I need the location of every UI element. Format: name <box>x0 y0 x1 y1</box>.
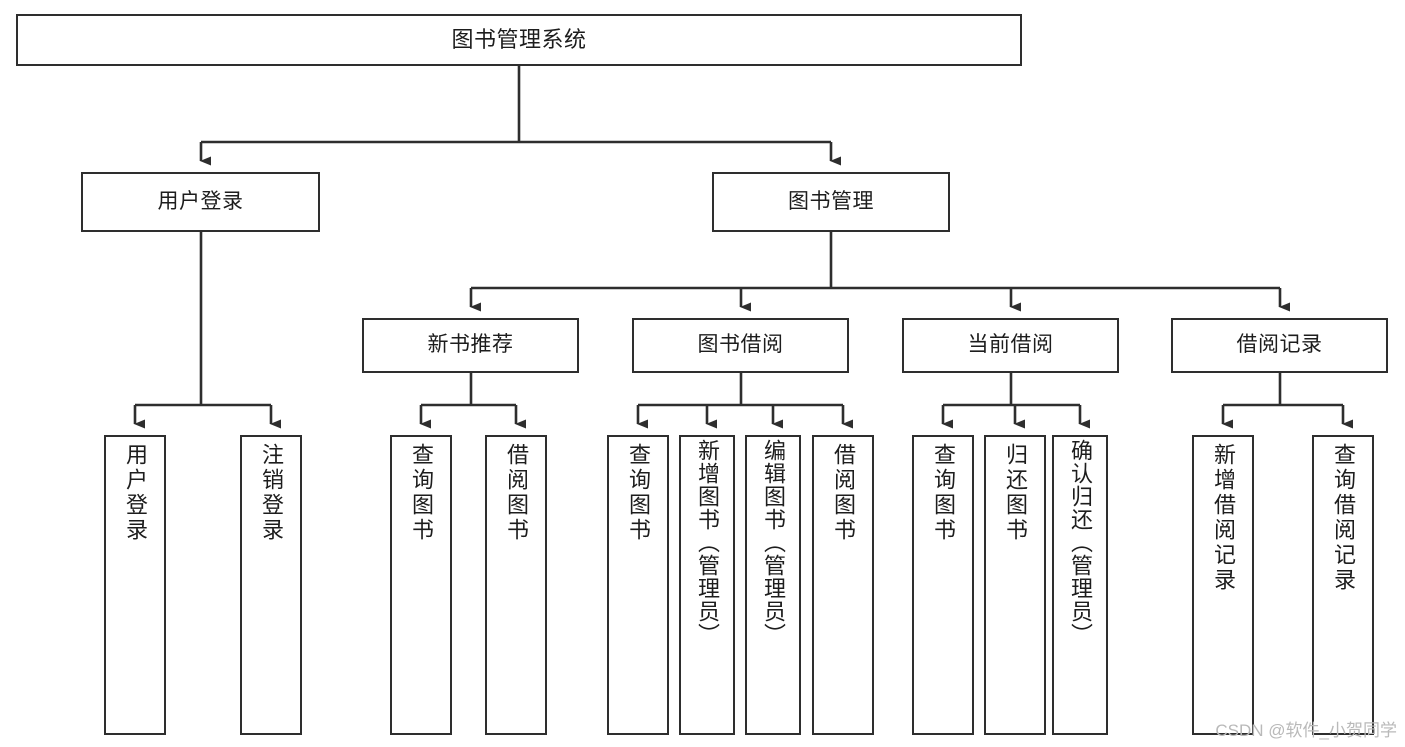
node-leaf-new-borrow[interactable]: 借阅图书 <box>485 435 547 735</box>
node-root[interactable]: 图书管理系统 <box>16 14 1022 66</box>
node-label: 注销登录 <box>259 443 284 543</box>
node-leaf-book-edit[interactable]: 编辑图书（管理员） <box>745 435 801 735</box>
node-label: 新增借阅记录 <box>1211 443 1236 593</box>
node-records[interactable]: 借阅记录 <box>1171 318 1388 373</box>
node-leaf-book-add[interactable]: 新增图书（管理员） <box>679 435 735 735</box>
node-label: 确认归还（管理员） <box>1068 439 1093 646</box>
node-leaf-user-logout[interactable]: 注销登录 <box>240 435 302 735</box>
node-leaf-rec-query[interactable]: 查询借阅记录 <box>1312 435 1374 735</box>
node-leaf-user-login[interactable]: 用户登录 <box>104 435 166 735</box>
node-label: 图书管理系统 <box>451 27 587 53</box>
csdn-watermark: CSDN @软件_小贺同学 <box>1215 721 1397 740</box>
node-label: 查询图书 <box>931 443 956 543</box>
node-label: 用户登录 <box>123 443 148 543</box>
node-leaf-rec-add[interactable]: 新增借阅记录 <box>1192 435 1254 735</box>
node-label: 借阅图书 <box>504 443 529 543</box>
node-label: 查询图书 <box>626 443 651 543</box>
node-label: 归还图书 <box>1003 443 1028 543</box>
node-label: 借阅图书 <box>831 443 856 543</box>
node-bookmgmt[interactable]: 图书管理 <box>712 172 950 232</box>
node-label: 图书借阅 <box>697 333 784 357</box>
node-leaf-borrow-query[interactable]: 查询图书 <box>607 435 669 735</box>
node-leaf-borrow-book[interactable]: 借阅图书 <box>812 435 874 735</box>
node-leaf-cur-return[interactable]: 归还图书 <box>984 435 1046 735</box>
node-label: 用户登录 <box>157 189 244 213</box>
node-leaf-cur-confirm[interactable]: 确认归还（管理员） <box>1052 435 1108 735</box>
node-label: 新增图书（管理员） <box>695 439 720 646</box>
node-label: 查询借阅记录 <box>1331 443 1356 593</box>
node-login[interactable]: 用户登录 <box>81 172 320 232</box>
node-label: 当前借阅 <box>967 333 1054 357</box>
node-current[interactable]: 当前借阅 <box>902 318 1119 373</box>
node-label: 编辑图书（管理员） <box>761 439 786 646</box>
node-label: 借阅记录 <box>1236 333 1323 357</box>
node-leaf-cur-query[interactable]: 查询图书 <box>912 435 974 735</box>
node-label: 查询图书 <box>409 443 434 543</box>
node-leaf-new-query[interactable]: 查询图书 <box>390 435 452 735</box>
node-newbooks[interactable]: 新书推荐 <box>362 318 579 373</box>
node-borrow[interactable]: 图书借阅 <box>632 318 849 373</box>
node-label: 图书管理 <box>788 189 874 213</box>
node-label: 新书推荐 <box>427 333 514 357</box>
